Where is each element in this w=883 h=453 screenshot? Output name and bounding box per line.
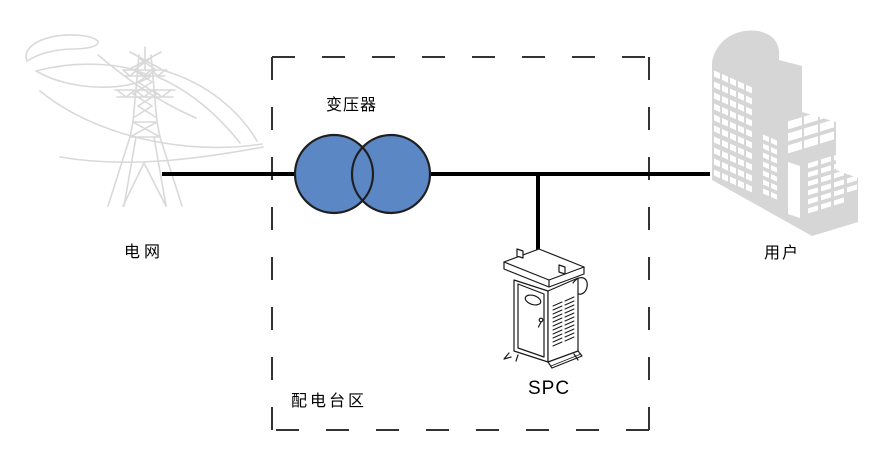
buildings-icon xyxy=(712,30,858,237)
bus-lines xyxy=(162,172,710,253)
transformer-symbol xyxy=(293,133,432,215)
grid-label: 电网 xyxy=(124,244,165,261)
distribution-area-boundary xyxy=(271,56,650,431)
transformer-label: 变压器 xyxy=(326,97,378,114)
distribution-area-label: 配电台区 xyxy=(291,393,368,410)
transformer-secondary-circle xyxy=(352,135,430,213)
spc-label: SPC xyxy=(528,378,571,399)
users-label: 用户 xyxy=(764,245,801,262)
transformer-primary-circle xyxy=(295,135,373,213)
spc-cabinet-icon xyxy=(503,248,588,369)
power-grid-tower-icon xyxy=(25,34,264,207)
